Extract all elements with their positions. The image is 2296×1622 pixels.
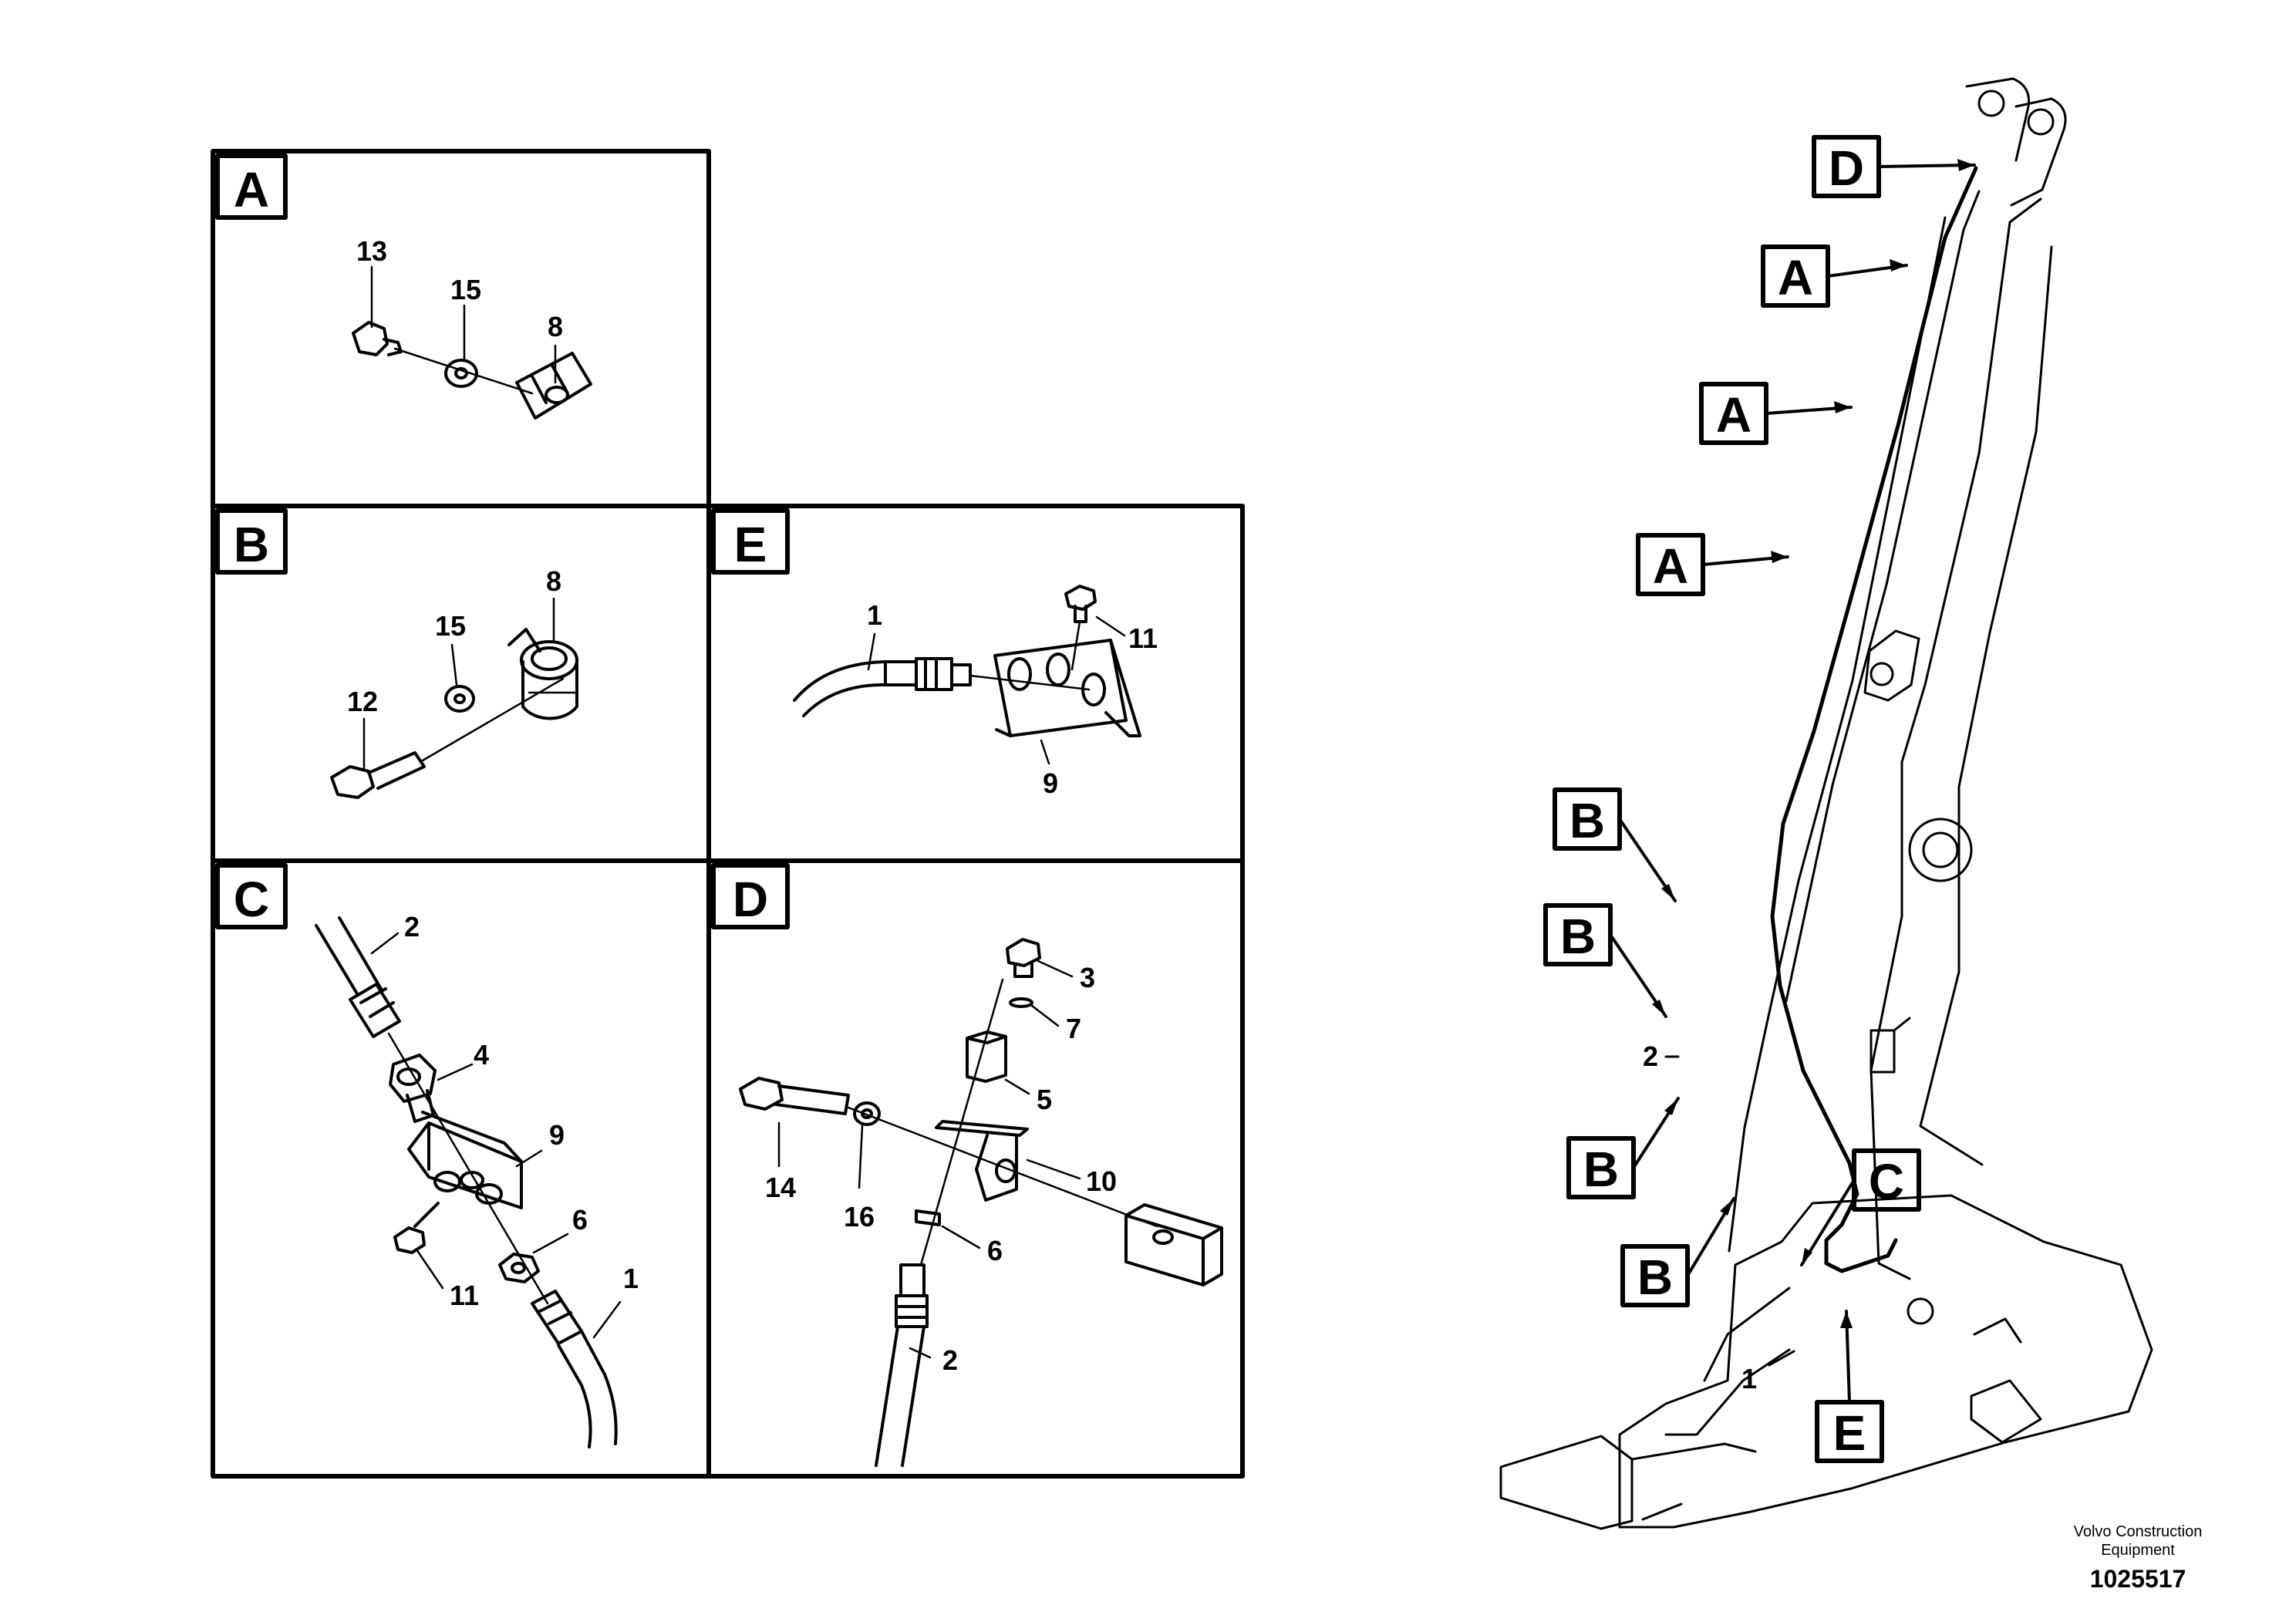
panel-d-callout-7: 7	[1066, 1013, 1081, 1044]
panel-a-callout-13: 13	[356, 235, 387, 267]
assembly-axis-d-horizontal	[847, 1106, 1158, 1228]
panel-d-callout-3: 3	[1080, 962, 1095, 993]
clamp-block-drawing	[1124, 1203, 1223, 1286]
boom-marker-b-4: B	[1637, 1249, 1673, 1305]
boom-pipe	[1770, 166, 1978, 1273]
panel-d-callout-14: 14	[765, 1172, 796, 1203]
boom-marker-b-3: B	[1583, 1141, 1619, 1197]
panel-c-callout-4: 4	[474, 1039, 489, 1071]
boom-callout-2: 2	[1643, 1040, 1658, 1072]
panel-e: E 1 11 9	[711, 508, 1158, 799]
panel-d-callout-6: 6	[987, 1235, 1003, 1266]
panel-c-callout-11: 11	[450, 1280, 479, 1311]
panel-a-letter: A	[234, 162, 269, 218]
panel-d-letter-box	[711, 863, 790, 929]
clamp-8-drawing	[515, 352, 592, 420]
boom-callouts: 2 1	[1643, 1040, 1795, 1394]
panel-d-callout-2: 2	[942, 1344, 958, 1376]
panel-e-callout-11: 11	[1128, 622, 1158, 654]
boom-outline-inner	[1785, 190, 1981, 1003]
nut-6-drawing	[498, 1253, 540, 1283]
panel-b-callout-8: 8	[546, 565, 561, 597]
panel-c: C 2 4 9 6 11 1	[215, 863, 639, 1448]
panel-b-callout-12: 12	[347, 686, 378, 717]
boom-marker-c: C	[1869, 1154, 1904, 1209]
panel-c-callout-6: 6	[572, 1204, 588, 1236]
boom-callout-1: 1	[1741, 1363, 1757, 1394]
panel-c-letter-box	[215, 863, 288, 929]
panel-c-callout-2: 2	[404, 911, 420, 943]
bracket-9c-drawing	[407, 1111, 523, 1209]
washer-16-drawing	[853, 1101, 881, 1126]
assembly-axis-a	[393, 347, 534, 395]
panel-a-letter-box	[215, 153, 288, 220]
boom-illustration	[1499, 77, 2153, 1530]
boom-marker-a-3: A	[1653, 538, 1688, 594]
bolt-11-drawing	[1064, 585, 1097, 623]
panel-frames	[211, 149, 1245, 1479]
company-line-2: Equipment	[2101, 1542, 2175, 1559]
panel-a-callout-15: 15	[450, 274, 481, 305]
hose-2-fitting	[349, 983, 401, 1038]
hose-2-drawing	[315, 916, 383, 996]
panel-d-callout-5: 5	[1037, 1084, 1052, 1115]
bolt-14-drawing	[739, 1077, 850, 1115]
panel-e-callout-9: 9	[1043, 767, 1058, 799]
panel-b-letter: B	[234, 517, 269, 572]
panel-d: D 3 7 5 14 16	[711, 863, 1223, 1467]
boom-marker-a-2: A	[1716, 387, 1752, 443]
panel-e-letter-box	[711, 508, 790, 575]
hose-fitting-e	[915, 657, 972, 691]
washer-7-drawing	[1009, 997, 1033, 1008]
boom-marker-arrowheads	[1652, 159, 1974, 1328]
panel-d-callout-16: 16	[844, 1201, 875, 1233]
nut-6d-drawing	[915, 1209, 941, 1226]
boom-outline-left	[1728, 216, 1947, 1253]
boom-marker-e: E	[1833, 1405, 1866, 1461]
assembly-axis-b	[421, 677, 565, 762]
boom-marker-d: D	[1829, 140, 1864, 196]
hose-1-drawing	[793, 660, 918, 717]
washer-15-drawing	[444, 359, 478, 388]
panel-a-callout-8: 8	[548, 311, 563, 342]
part-number: 1025517	[2090, 1565, 2186, 1593]
panel-e-letter: E	[734, 517, 767, 572]
boom-outline-right	[1870, 197, 2042, 1280]
panel-b: B 8 15 12	[215, 508, 578, 799]
boom-marker-b-2: B	[1560, 909, 1596, 964]
boom-marker-b-1: B	[1569, 793, 1605, 848]
hose-2d-fitting	[895, 1263, 929, 1328]
bolt-12-drawing	[330, 751, 426, 799]
panel-e-callout-1: 1	[867, 599, 882, 631]
boom-outline-far-right	[1919, 245, 2053, 1166]
boom-marker-letters: D A A A B B B B C E	[1560, 140, 1904, 1461]
hose-2d-drawing	[875, 1325, 925, 1467]
panel-b-letter-box	[215, 508, 288, 575]
hose-1c-fitting	[531, 1290, 583, 1345]
company-line-1: Volvo Construction	[2074, 1523, 2203, 1540]
panel-a: A 13 15 8	[215, 153, 592, 420]
panel-c-letter: C	[234, 872, 269, 927]
boom-base	[1618, 1194, 2153, 1529]
panel-c-callout-9: 9	[549, 1119, 565, 1151]
panel-d-callout-10: 10	[1086, 1165, 1117, 1197]
washer-15b-drawing	[444, 685, 475, 713]
fitting-4-drawing	[389, 1054, 437, 1123]
bolt-11c-drawing	[393, 1202, 440, 1254]
screw-3-drawing	[1006, 938, 1041, 978]
bracket-9-drawing	[993, 639, 1141, 737]
hose-1c-drawing	[557, 1330, 618, 1448]
screw-13-drawing	[352, 321, 403, 356]
boom-marker-a-1: A	[1778, 250, 1813, 305]
assembly-axis-c	[387, 1032, 549, 1305]
boom-marker-leaders	[1609, 164, 1976, 1404]
panel-b-callout-15: 15	[435, 610, 466, 642]
panel-d-letter: D	[733, 872, 768, 927]
footer: Volvo Construction Equipment 1025517	[2074, 1523, 2203, 1593]
boom-top-heads	[1965, 77, 2067, 207]
bracket-10-drawing	[935, 1120, 1029, 1202]
panel-c-callout-1: 1	[623, 1263, 639, 1294]
